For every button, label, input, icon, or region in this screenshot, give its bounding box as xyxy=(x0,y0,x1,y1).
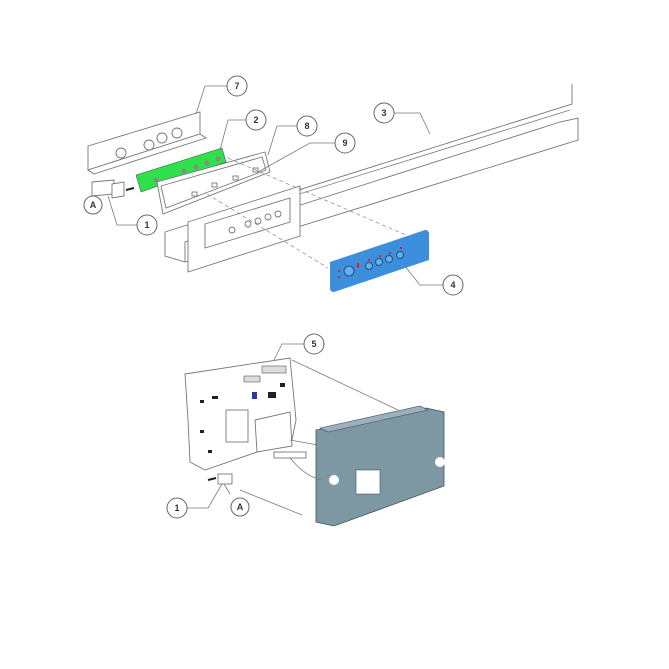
svg-text:4: 4 xyxy=(450,280,455,290)
board-cover xyxy=(315,405,445,527)
connector-top xyxy=(91,179,135,199)
wire-harness xyxy=(273,451,323,481)
svg-text:5: 5 xyxy=(311,339,316,349)
callout-1-top: 1 xyxy=(136,214,158,236)
callout-8: 8 xyxy=(296,115,318,137)
trim-rail xyxy=(164,84,579,273)
control-panel-overlay xyxy=(330,230,429,292)
connector-bottom xyxy=(207,473,233,495)
callout-1-bottom: 1 xyxy=(166,497,188,519)
pcb-board xyxy=(135,147,227,193)
callout-7: 7 xyxy=(226,75,248,97)
svg-text:3: 3 xyxy=(381,108,386,118)
callout-3: 3 xyxy=(373,102,395,124)
main-board xyxy=(184,357,297,471)
callout-5: 5 xyxy=(303,333,325,355)
leader-lines xyxy=(107,85,443,509)
svg-text:7: 7 xyxy=(234,81,239,91)
callout-9: 9 xyxy=(334,132,356,154)
svg-text:9: 9 xyxy=(342,138,347,148)
svg-text:A: A xyxy=(90,200,97,210)
control-pcb xyxy=(135,147,227,193)
svg-text:1: 1 xyxy=(174,503,179,513)
callout-2: 2 xyxy=(245,109,267,131)
svg-text:8: 8 xyxy=(304,121,309,131)
callout-4: 4 xyxy=(442,274,464,296)
svg-text:2: 2 xyxy=(253,115,258,125)
knob-housing xyxy=(86,111,208,175)
callout-a-top: A xyxy=(83,195,103,215)
callout-a-bottom: A xyxy=(230,497,250,517)
svg-text:1: 1 xyxy=(144,220,149,230)
svg-text:A: A xyxy=(237,502,244,512)
